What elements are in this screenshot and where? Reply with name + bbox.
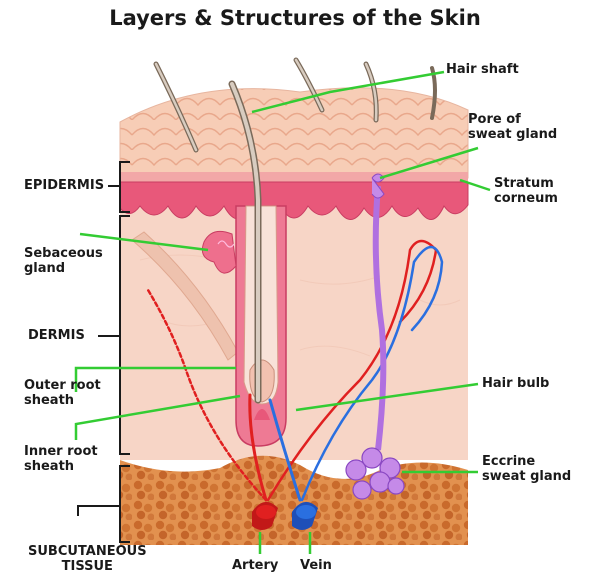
label-vein: Vein [300, 558, 332, 573]
subcutaneous-layer [120, 456, 468, 545]
dermis-layer [120, 178, 468, 460]
hair-bulb [250, 360, 275, 402]
label-epidermis: EPIDERMIS [24, 178, 104, 193]
label-hair-bulb: Hair bulb [482, 376, 549, 391]
diagram-title: Layers & Structures of the Skin [0, 6, 590, 30]
label-dermis: DERMIS [28, 328, 85, 343]
label-hair-shaft: Hair shaft [446, 62, 519, 77]
label-artery: Artery [232, 558, 278, 573]
